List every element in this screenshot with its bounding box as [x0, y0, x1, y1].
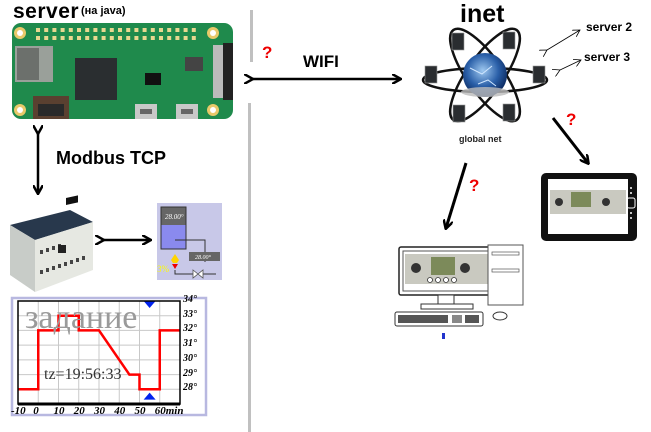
current-time-bottom-marker [143, 392, 156, 400]
y-tick-label: 29° [183, 367, 197, 379]
server-subtitle: (на java) [81, 5, 126, 17]
scada-mimic-icon [157, 203, 222, 280]
y-tick-label: 32° [183, 323, 197, 335]
x-tick-label: -10 [11, 405, 26, 417]
tank-temp: 28.00° [165, 213, 184, 221]
y-tick-label: 28° [183, 382, 197, 394]
modbus-label: Modbus TCP [56, 148, 166, 168]
desktop-computer-icon [394, 244, 524, 339]
x-tick-label: 50 [134, 405, 146, 417]
global-net-label: global net [459, 134, 502, 144]
gpio-header [36, 28, 196, 40]
divider-bottom [248, 103, 251, 432]
y-tick-label: 30° [183, 352, 197, 364]
chart-title: задание [25, 299, 138, 336]
x-tick-label: 0 [33, 405, 39, 417]
burner-percent: 3% [157, 264, 169, 274]
y-tick-label: 31° [183, 338, 197, 350]
chart-annotation: tz=19:56:33 [44, 366, 122, 383]
question-mark-desktop: ? [469, 176, 480, 195]
x-tick-label: 10 [53, 405, 65, 417]
plc-controller-icon [10, 195, 93, 292]
x-tick-label: 20 [73, 405, 85, 417]
server2-arrow [547, 30, 580, 50]
divider-top [250, 10, 253, 62]
inet-label: inet [460, 0, 505, 28]
server3-label: server 3 [584, 50, 631, 64]
current-time-top-marker [143, 301, 156, 308]
chart-frame [10, 296, 208, 417]
series-setpoint [18, 314, 180, 391]
y-tick-label: 33° [183, 308, 197, 320]
server2-label: server 2 [586, 20, 633, 34]
server-title: server [13, 0, 80, 23]
tablet-icon [541, 173, 637, 241]
inet-tablet-arrow [551, 117, 588, 163]
x-tick-label: 40 [114, 405, 126, 417]
inet-desktop-arrow [446, 162, 468, 228]
raspberry-pi-board-icon [12, 23, 233, 119]
x-tick-label: 60min [154, 405, 184, 417]
global-network-icon [421, 27, 549, 123]
wifi-label: WIFI [303, 52, 339, 71]
question-mark-tablet: ? [566, 110, 577, 129]
server3-arrow [560, 60, 581, 70]
valve-temp: 28.00° [195, 254, 212, 261]
x-tick-label: 30 [94, 405, 105, 417]
question-mark-wifi: ? [262, 43, 273, 62]
setpoint-chart [10, 296, 208, 417]
y-tick-label: 34° [183, 294, 197, 305]
